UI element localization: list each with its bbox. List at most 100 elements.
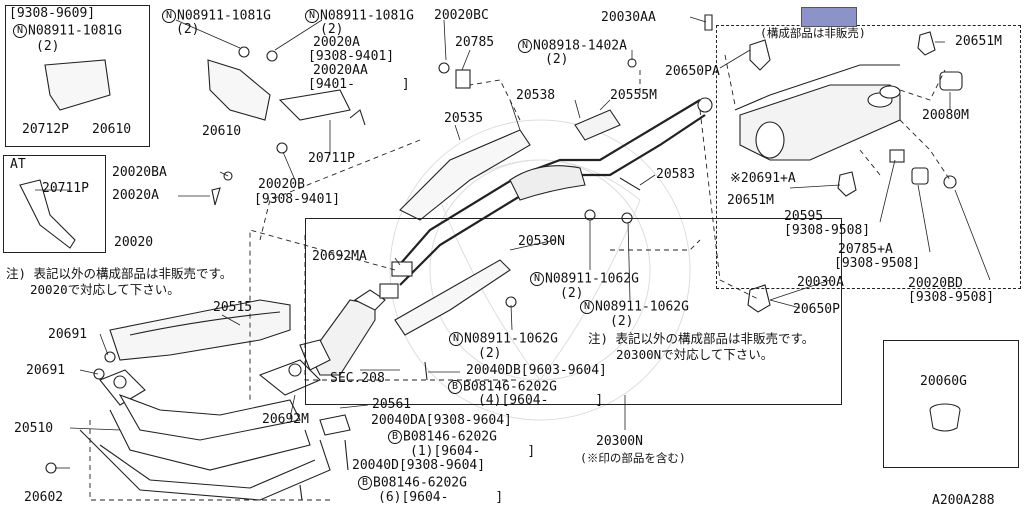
- label-20020A-left: 20020A: [112, 188, 159, 203]
- label-20300N: 20300N: [596, 434, 643, 449]
- n-circle-icon: N: [518, 39, 532, 53]
- label-20595: 20595: [784, 209, 824, 224]
- label-20651M-top: 20651M: [955, 34, 1002, 49]
- label-20711P: 20711P: [308, 151, 355, 166]
- note-asterisk: (※印の部品を含む): [580, 451, 686, 465]
- n-circle-icon: N: [162, 9, 176, 23]
- label-20020A-top: 20020A: [313, 35, 360, 50]
- label-20583: 20583: [656, 167, 696, 182]
- label-20692M: 20692M: [262, 412, 309, 427]
- label-20555M: 20555M: [610, 88, 657, 103]
- label-20020BA: 20020BA: [112, 165, 167, 180]
- label-20692MA: 20692MA: [312, 249, 367, 264]
- label-20535: 20535: [444, 111, 484, 126]
- callout-lines: [35, 16, 991, 469]
- label-20602: 20602: [24, 490, 64, 505]
- center-group-box: [305, 218, 842, 405]
- label-l36-text: N08911-1062G: [464, 331, 558, 347]
- label-20691A: ※20691+A: [730, 171, 796, 186]
- label-l7b: (2): [545, 52, 569, 67]
- label-20785A-date: [9308-9508]: [834, 256, 921, 271]
- label-20030AA: 20030AA: [601, 10, 656, 25]
- note-top-right: (構成部品は非販売): [760, 26, 866, 40]
- label-l39b: (4)[9604- ]: [478, 393, 604, 408]
- label-20020BC: 20020BC: [434, 8, 489, 23]
- label-20030A: 20030A: [797, 275, 844, 290]
- label-20561: 20561: [372, 397, 412, 412]
- part-20711P-at: 20711P: [42, 181, 89, 196]
- main-muffler: [734, 64, 901, 161]
- note-left-line1: 注) 表記以外の構成部品は非販売です。: [6, 266, 233, 281]
- n-circle-icon: N: [305, 9, 319, 23]
- watermark-emblem: [389, 119, 691, 421]
- label-20020B-date: [9308-9401]: [254, 192, 341, 207]
- label-l29b: (2): [610, 314, 634, 329]
- label-20040D: 20040D[9308-9604]: [352, 458, 486, 473]
- label-20080M: 20080M: [922, 108, 969, 123]
- label-20020AA: 20020AA: [313, 63, 368, 78]
- b-circle-icon: B: [448, 380, 462, 394]
- note-left-line2: 20020で対応して下さい。: [30, 282, 180, 297]
- label-20610: 20610: [202, 124, 242, 139]
- small-parts: [19, 14, 963, 501]
- label-l2-text: N08911-1081G: [320, 8, 414, 24]
- inset-top-qty: (2): [36, 39, 60, 54]
- n-circle-icon: N: [13, 24, 27, 38]
- label-l47-text: B08146-6202G: [373, 475, 467, 491]
- label-20040DB: 20040DB[9603-9604]: [466, 363, 607, 378]
- inset-top-left: [5, 5, 150, 147]
- label-20651M: 20651M: [727, 193, 774, 208]
- label-20020: 20020: [114, 235, 154, 250]
- inset-top-date: [9308-9609]: [9, 6, 96, 21]
- center-converter: [299, 289, 386, 376]
- label-l1b: (2): [176, 22, 200, 37]
- part-20610-inset: 20610: [92, 122, 132, 137]
- label-20650PA: 20650PA: [665, 64, 720, 79]
- inset-at-title: AT: [10, 157, 26, 172]
- label-l1-text: N08911-1081G: [177, 8, 271, 24]
- part-20712P: 20712P: [22, 122, 69, 137]
- label-20020B: 20020B: [258, 177, 305, 192]
- front-pipe-assembly: [79, 299, 331, 501]
- label-l29-text: N08911-1062G: [595, 299, 689, 315]
- label-l7-text: N08918-1402A: [533, 38, 627, 54]
- n-circle-icon: N: [580, 300, 594, 314]
- label-l44-text: B08146-6202G: [403, 429, 497, 445]
- label-20785: 20785: [455, 35, 495, 50]
- inset-cap-box: [883, 340, 1019, 468]
- n-circle-icon: N: [530, 272, 544, 286]
- label-20595-date: [9308-9508]: [784, 223, 871, 238]
- b-circle-icon: B: [358, 476, 372, 490]
- label-l39-text: B08146-6202G: [463, 379, 557, 395]
- inset-top-nut-text: N08911-1081G: [28, 23, 122, 39]
- center-pipe-assembly: [379, 97, 713, 336]
- label-l28b: (2): [560, 286, 584, 301]
- rubber-cap-icon: [929, 403, 961, 432]
- label-20020BD-date: [9308-9508]: [908, 290, 995, 305]
- label-20538: 20538: [516, 88, 556, 103]
- label-l47b: (6)[9604- ]: [378, 490, 504, 505]
- diagram-ref-code: A200A288: [932, 493, 995, 508]
- label-l44b: (1)[9604- ]: [410, 444, 536, 459]
- inset-at: [3, 155, 106, 253]
- label-20020BD: 20020BD: [908, 276, 963, 291]
- label-20785A: 20785+A: [838, 242, 893, 257]
- highlight-swatch: [801, 7, 857, 27]
- label-l2b: (2): [320, 22, 344, 37]
- label-20530N: 20530N: [518, 234, 565, 249]
- right-group-box: [716, 25, 1021, 289]
- n-circle-icon: N: [449, 332, 463, 346]
- label-20515: 20515: [213, 300, 253, 315]
- label-20020AA-date: [9401- ]: [308, 77, 410, 92]
- label-l28-text: N08911-1062G: [545, 271, 639, 287]
- b-circle-icon: B: [388, 430, 402, 444]
- label-20040DA: 20040DA[9308-9604]: [371, 413, 512, 428]
